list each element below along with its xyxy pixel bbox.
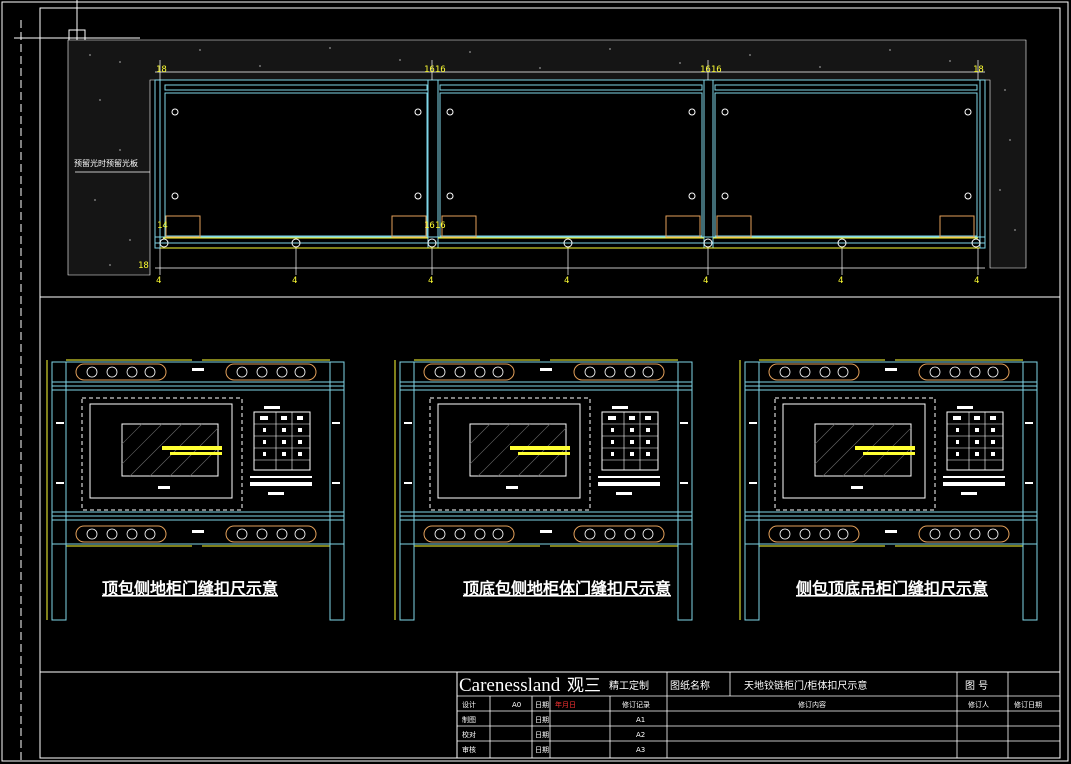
row-rev-label-2: A1 (636, 716, 645, 724)
drawing-no-label: 图 号 (965, 680, 988, 692)
dim-top-3: 1616 (700, 65, 722, 75)
dim-bottom-1: 4 (156, 276, 161, 286)
drawing-name-label: 图纸名称 (670, 679, 710, 692)
rev-date-label: 修订日期 (1014, 700, 1042, 709)
dim-mid-1: 14 (157, 221, 168, 231)
row-role-2: 制图 (462, 715, 476, 724)
dim-bottom-6: 4 (838, 276, 843, 286)
row-role-4: 审核 (462, 745, 476, 754)
row-date-label-3: 日期 (535, 731, 549, 739)
detail-1-caption: 顶包侧地柜门缝扣尺示意 (102, 579, 278, 598)
row-role-1: 设计 (462, 700, 476, 709)
row-date-1: 年月日 (555, 700, 576, 709)
dim-top-2: 1616 (424, 65, 446, 75)
dim-top-4: 18 (973, 65, 984, 75)
detail-2-caption: 顶底包侧地柜体门缝扣尺示意 (463, 579, 671, 598)
dim-top-1: 18 (156, 65, 167, 75)
row-date-label-2: 日期 (535, 716, 549, 724)
row-val-1: A0 (512, 701, 521, 709)
dim-mid-2: 1616 (424, 221, 446, 231)
dim-bottom-4: 4 (564, 276, 569, 286)
dim-bottom-2: 4 (292, 276, 297, 286)
row-rev-label-4: A3 (636, 746, 645, 754)
row-rev-label-1: 修订记录 (622, 700, 650, 709)
brand-cn: 观三 (567, 676, 601, 696)
dim-left: 18 (138, 261, 149, 271)
dim-bottom-7: 4 (974, 276, 979, 286)
rev-content-label: 修订内容 (798, 700, 826, 709)
drawing-name: 天地铰链柜门/柜体扣尺示意 (744, 679, 867, 692)
dim-bottom-3: 4 (428, 276, 433, 286)
reserve-note: 预留光时预留光板 (74, 158, 138, 168)
dim-bottom-5: 4 (703, 276, 708, 286)
detail-3-caption: 侧包顶底吊柜门缝扣尺示意 (796, 579, 988, 598)
top-view: 18 1616 1616 18 14 1616 18 4 4 4 4 4 4 4… (67, 39, 1027, 286)
brand-name: Carenessland (459, 675, 561, 696)
drawing-frame (39, 7, 1061, 759)
wall-hatch (67, 39, 1027, 276)
brand-tag: 精工定制 (609, 679, 649, 692)
rev-by-label: 修订人 (968, 700, 989, 709)
row-date-label-1: 日期 (535, 701, 549, 709)
title-block: Carenessland 观三 精工定制 图纸名称 天地铰链柜门/柜体扣尺示意 … (456, 671, 1061, 759)
row-role-3: 校对 (462, 730, 476, 739)
row-date-label-4: 日期 (535, 746, 549, 754)
row-rev-label-3: A2 (636, 731, 645, 739)
